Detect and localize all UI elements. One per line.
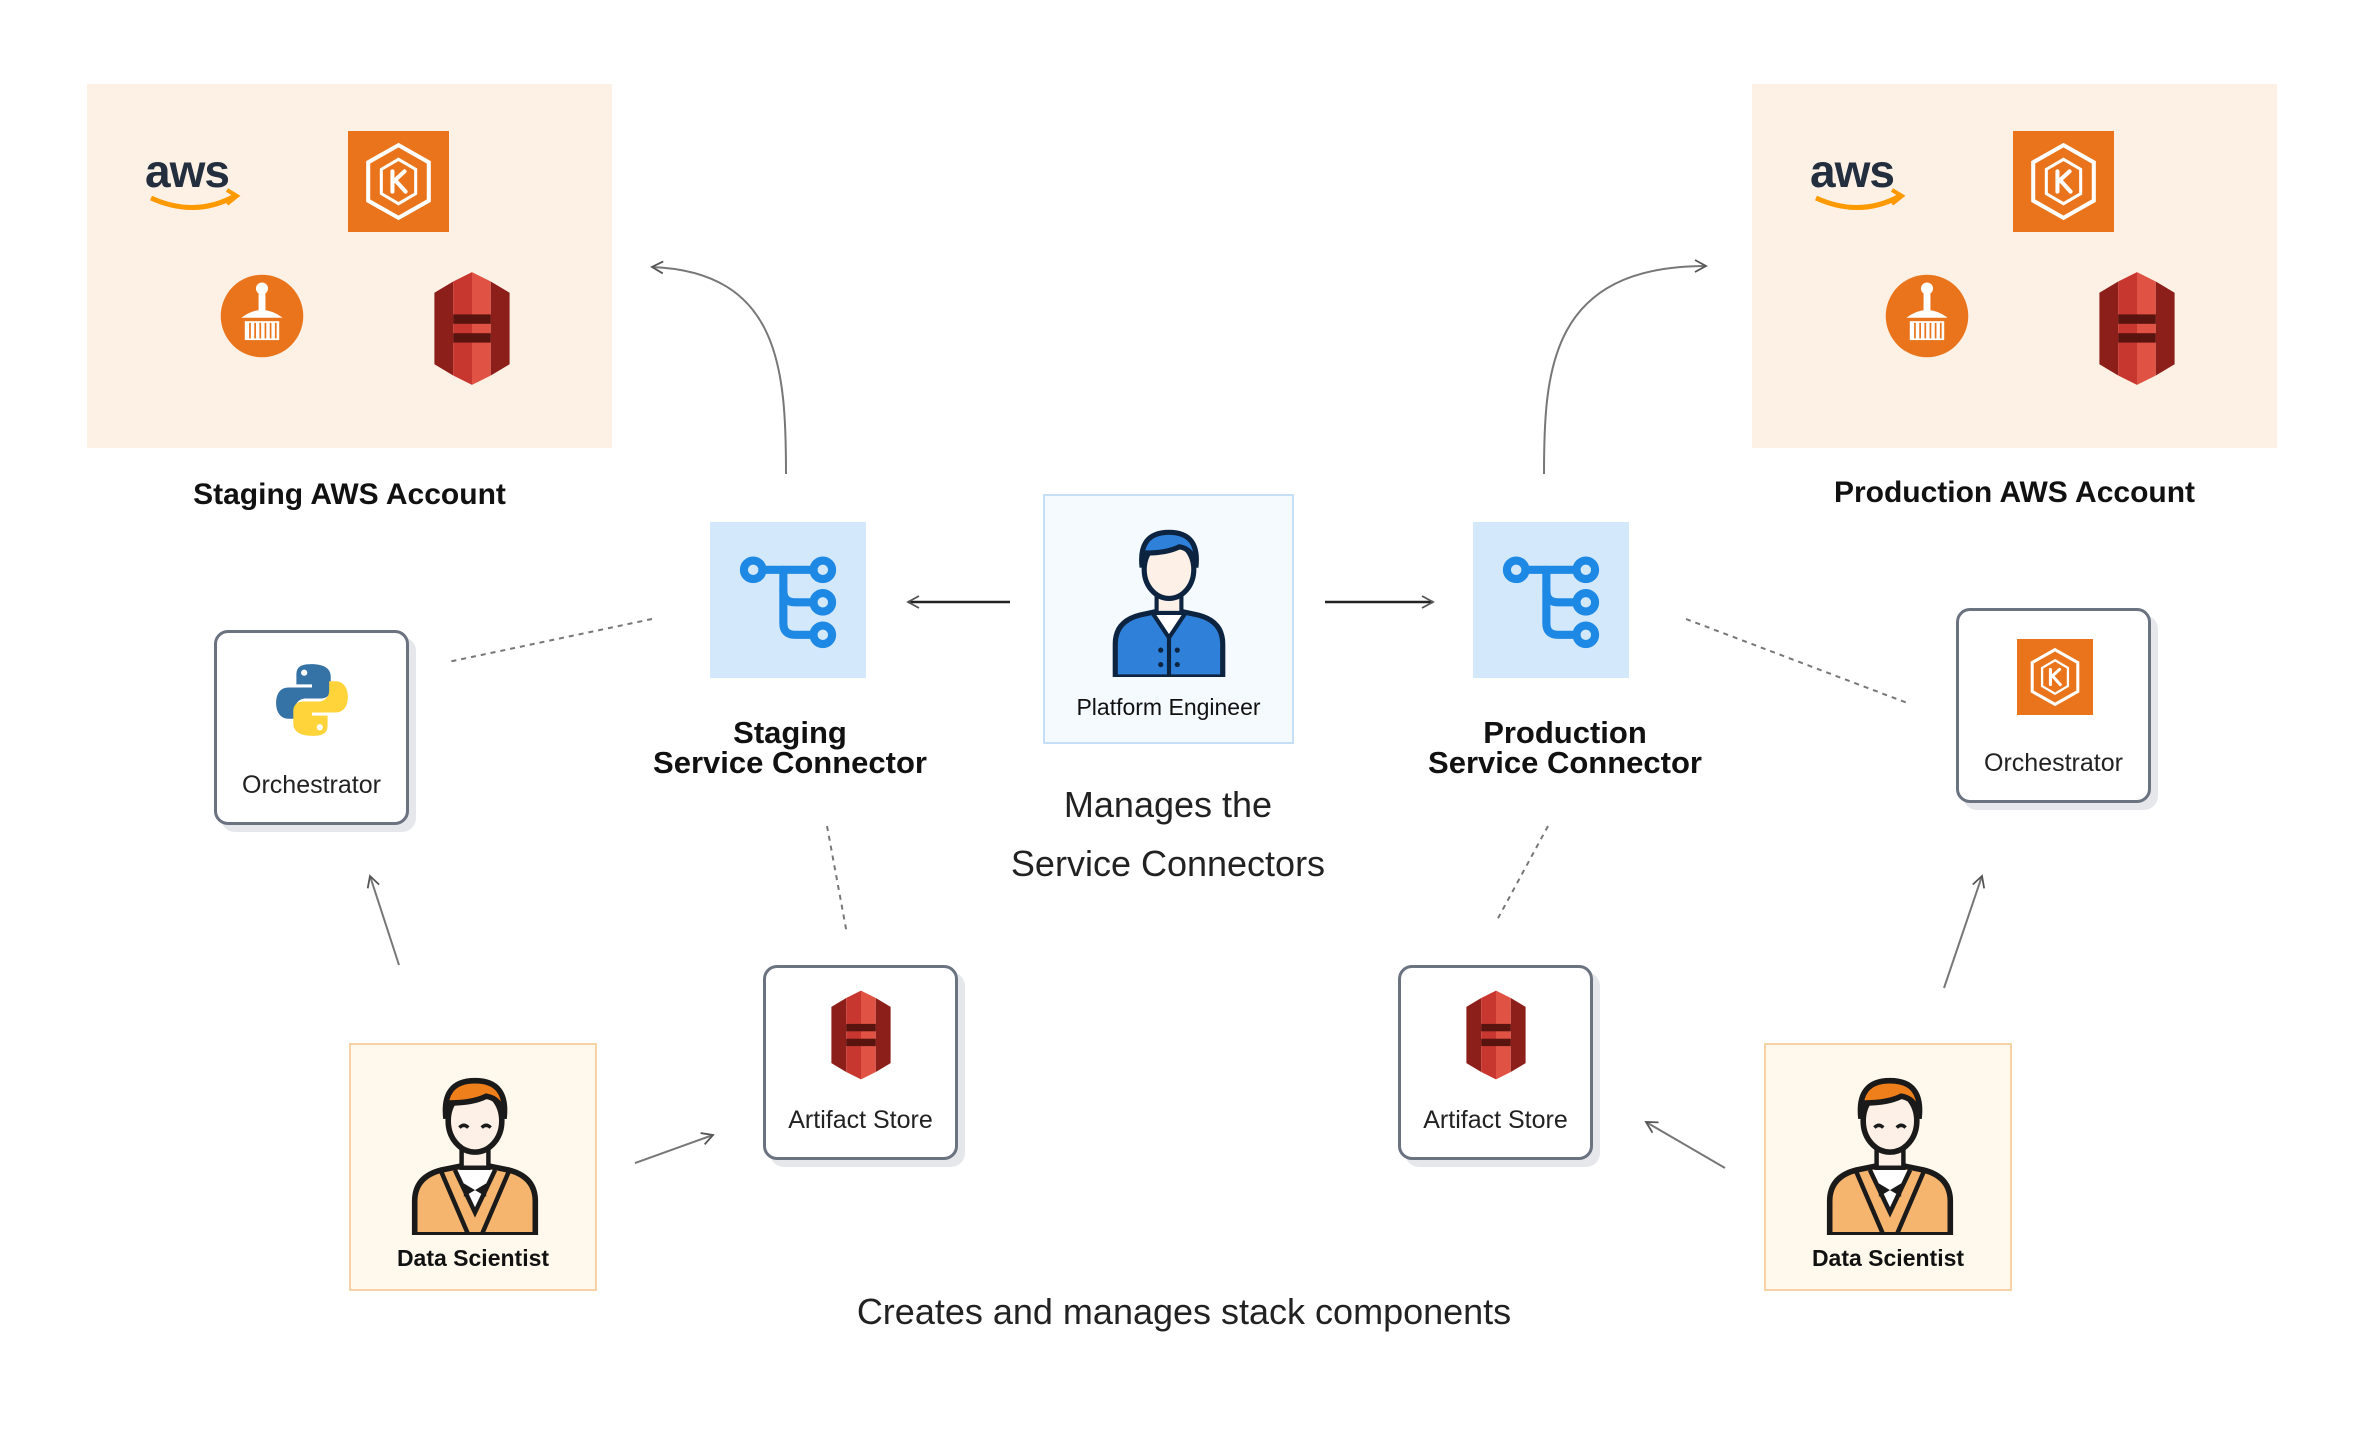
staging-scientist-to-artifact-arrow: [634, 1132, 715, 1164]
staging-scientist-to-orchestrator-arrow: [366, 874, 400, 966]
production-orchestrator-label: Orchestrator: [1984, 749, 2123, 777]
service-connector-icon: [1493, 542, 1609, 658]
aws-logo-text: aws: [1810, 145, 1895, 197]
kubernetes-eks-icon: [2013, 131, 2114, 232]
production-artifact-store-card[interactable]: Artifact Store: [1398, 965, 1593, 1160]
production-aws-account-caption: Production AWS Account: [1833, 476, 2196, 509]
staging-connector-to-account-arrow: [650, 260, 787, 475]
platform-engineer-card[interactable]: Platform Engineer: [1043, 494, 1294, 744]
production-connector-to-account-arrow: [1543, 259, 1708, 475]
s3-bucket-icon: [425, 272, 519, 385]
footer-caption: Creates and manages stack components: [856, 1291, 1512, 1332]
production-connector-line2: Service Connector: [1428, 745, 1702, 780]
production-connector-artifact-link: [1495, 825, 1549, 923]
platform-engineer-avatar-icon: [1107, 522, 1231, 677]
kubernetes-eks-icon: [348, 131, 449, 232]
staging-data-scientist-label: Data Scientist: [396, 1245, 550, 1271]
staging-artifact-store-label: Artifact Store: [788, 1106, 933, 1134]
staging-service-connector-label: Staging Service Connector: [620, 715, 960, 780]
python-icon: [273, 661, 351, 739]
data-scientist-avatar-icon: [408, 1067, 542, 1235]
staging-orchestrator-label: Orchestrator: [242, 771, 381, 799]
production-artifact-store-label: Artifact Store: [1423, 1106, 1568, 1134]
staging-data-scientist-card[interactable]: Data Scientist: [349, 1043, 597, 1291]
container-registry-icon: [1884, 273, 1970, 359]
staging-aws-account-panel: aws: [87, 84, 612, 448]
production-service-connector-label: Production Service Connector: [1395, 715, 1735, 780]
staging-aws-account-caption: Staging AWS Account: [193, 478, 506, 511]
staging-connector-line2: Service Connector: [653, 745, 927, 780]
s3-bucket-icon: [2090, 272, 2184, 385]
production-scientist-to-artifact-arrow: [1644, 1121, 1726, 1169]
manages-text-line1: Manages the: [1063, 784, 1273, 825]
staging-artifact-store-card[interactable]: Artifact Store: [763, 965, 958, 1160]
s3-bucket-icon: [1459, 990, 1533, 1080]
production-connector-orchestrator-link: [1685, 618, 1911, 705]
aws-logo-icon: aws: [145, 144, 245, 214]
staging-connector-artifact-link: [826, 825, 848, 935]
aws-logo-text: aws: [145, 145, 230, 197]
production-aws-account-panel: aws: [1752, 84, 2277, 448]
production-data-scientist-card[interactable]: Data Scientist: [1764, 1043, 2012, 1291]
aws-logo-icon: aws: [1810, 144, 1910, 214]
kubernetes-eks-icon: [2017, 639, 2093, 715]
data-scientist-avatar-icon: [1823, 1067, 1957, 1235]
platform-engineer-label: Platform Engineer: [1076, 694, 1261, 720]
manages-text-line2: Service Connectors: [1010, 843, 1326, 884]
aws-smile-icon: [1814, 188, 1906, 210]
production-orchestrator-card[interactable]: Orchestrator: [1956, 608, 2151, 803]
production-scientist-to-orchestrator-arrow: [1943, 874, 1986, 989]
aws-smile-icon: [149, 188, 241, 210]
staging-orchestrator-card[interactable]: Orchestrator: [214, 630, 409, 825]
staging-connector-orchestrator-link: [447, 618, 653, 663]
staging-connector-line1: Staging: [733, 715, 847, 750]
production-service-connector[interactable]: [1473, 522, 1629, 678]
production-connector-line1: Production: [1483, 715, 1647, 750]
s3-bucket-icon: [824, 990, 898, 1080]
staging-service-connector[interactable]: [710, 522, 866, 678]
service-connector-icon: [730, 542, 846, 658]
production-data-scientist-label: Data Scientist: [1811, 1245, 1965, 1271]
container-registry-icon: [219, 273, 305, 359]
